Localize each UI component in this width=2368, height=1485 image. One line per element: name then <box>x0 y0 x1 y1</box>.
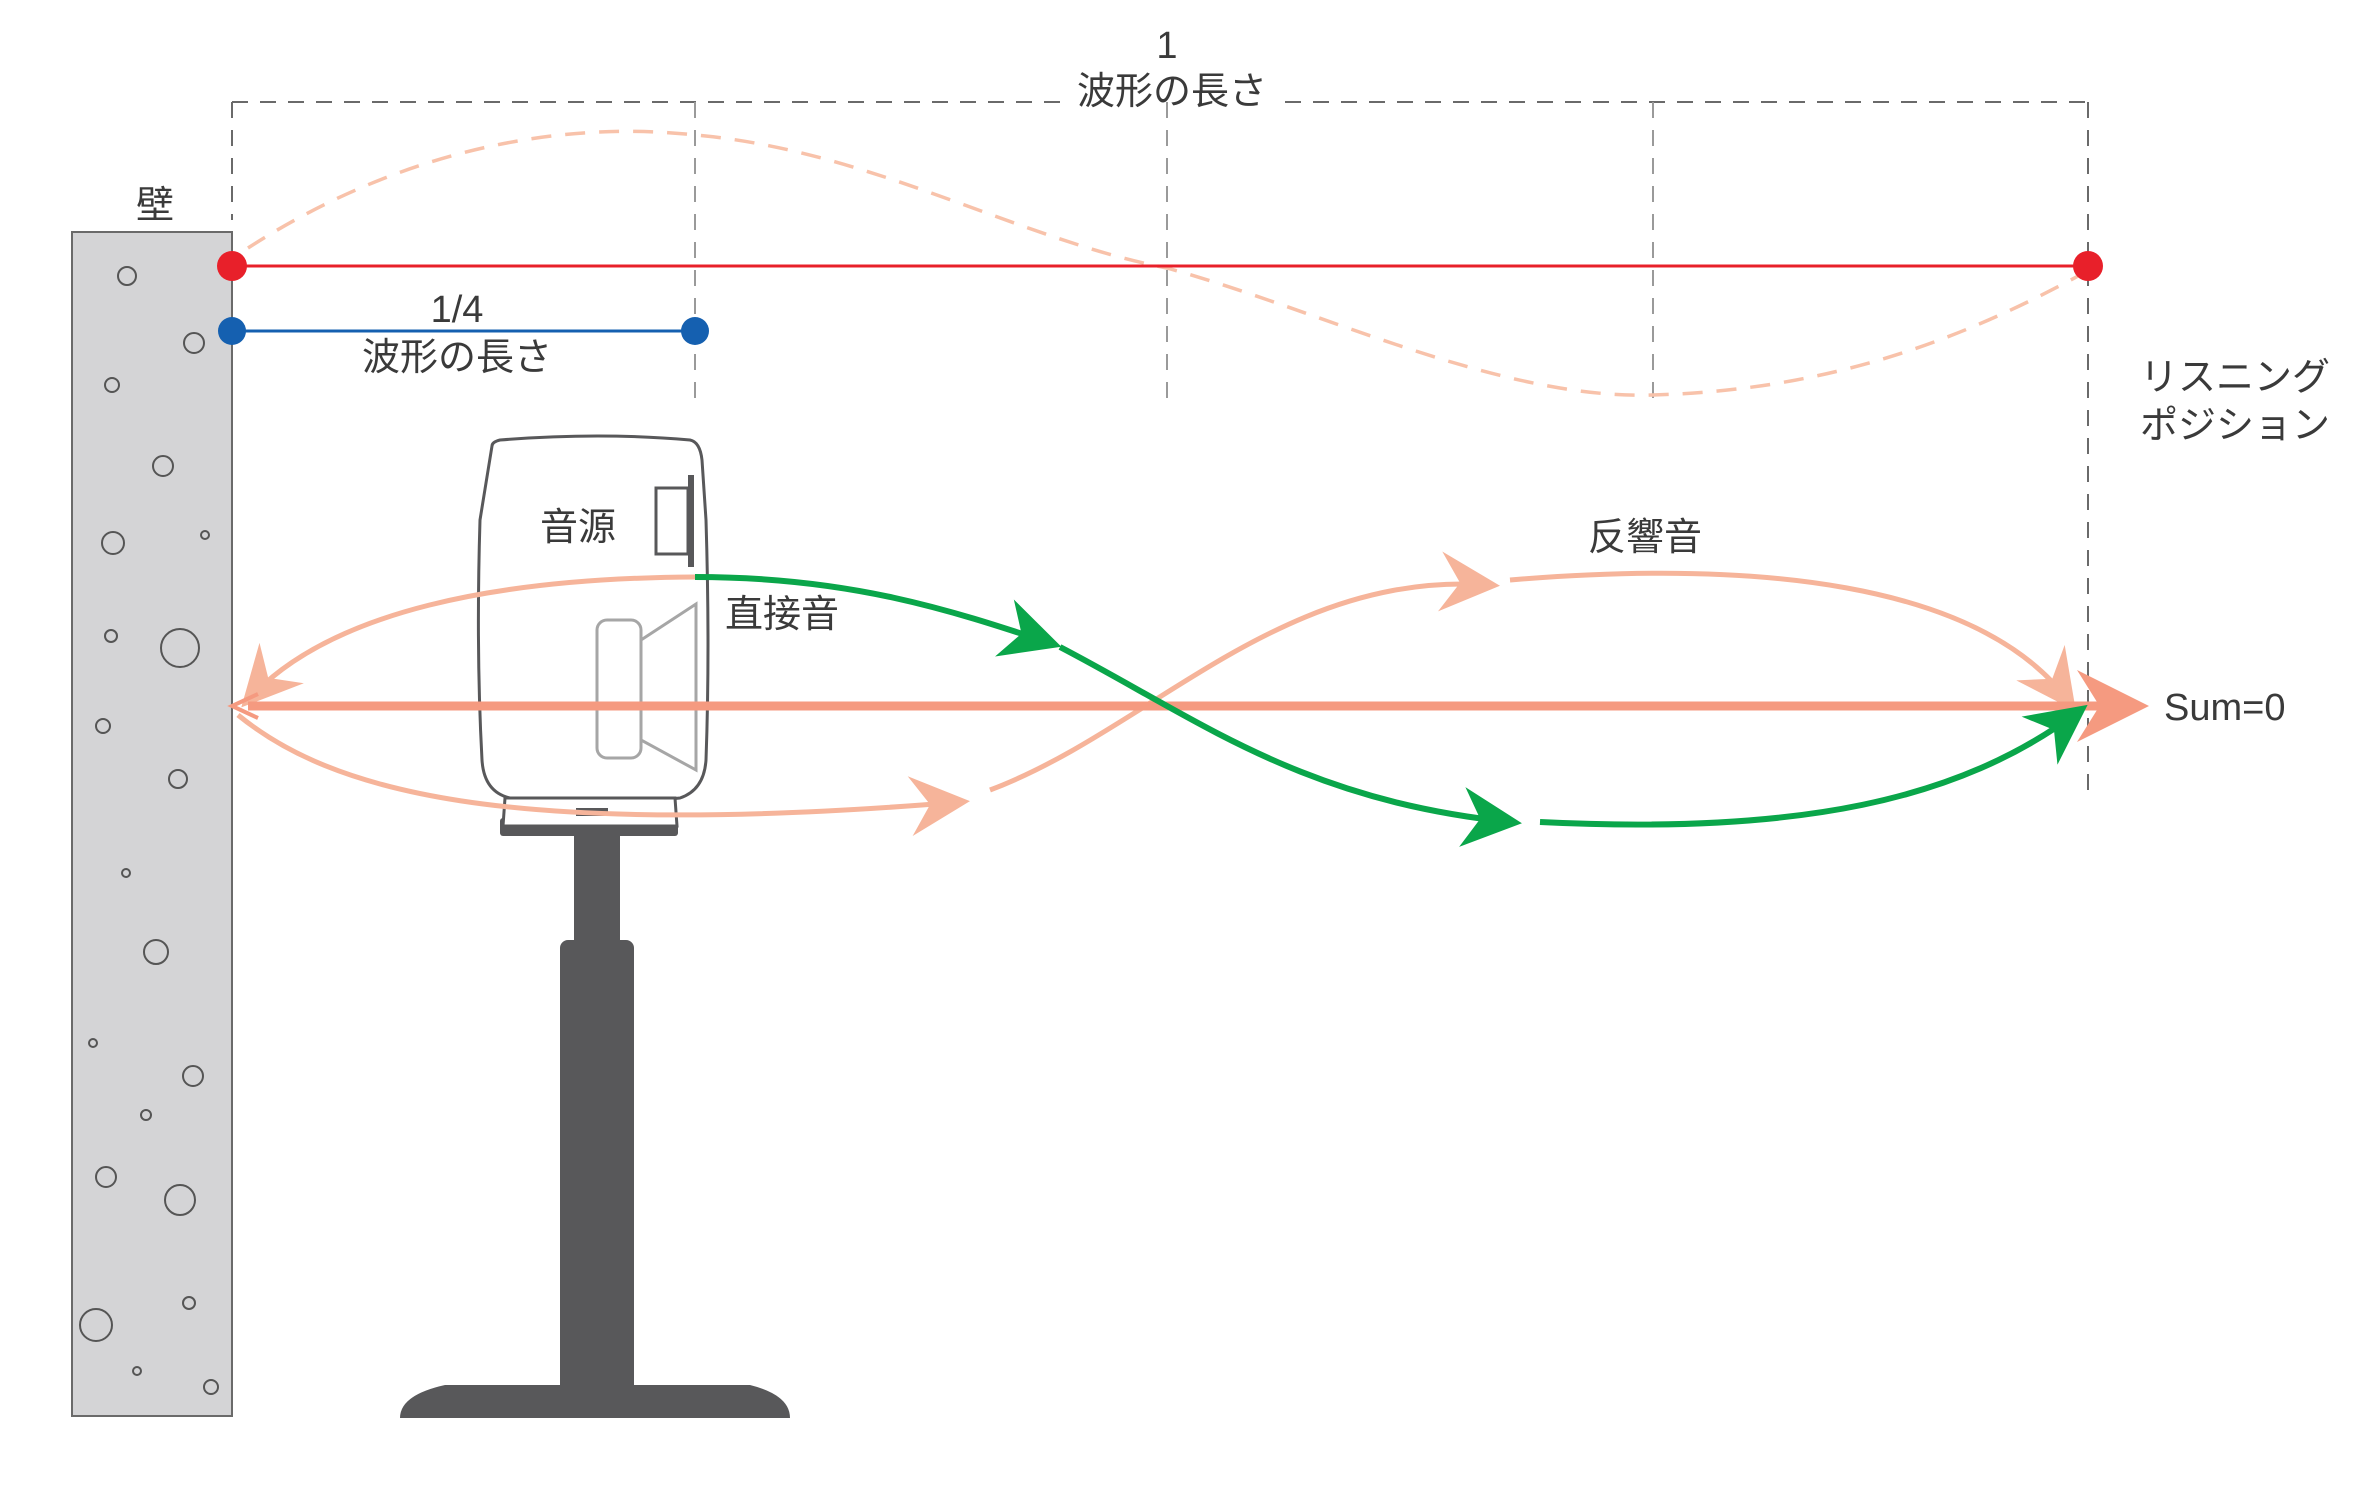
quarter-guides <box>694 102 1654 400</box>
listening-position-label-line2: ポジション <box>2140 405 2330 447</box>
listening-position-label-line1: リスニング <box>2140 357 2330 399</box>
full-wavelength-text: 波形の長さ <box>1077 71 1267 113</box>
standing-wave-curve <box>247 129 2081 397</box>
sum-line <box>227 670 2149 742</box>
speaker-source <box>476 434 710 828</box>
quarter-wavelength-text: 波形の長さ <box>362 337 552 379</box>
wall <box>71 231 233 1417</box>
reflected-sound-label: 反響音 <box>1588 517 1702 559</box>
full-wavelength-marker <box>217 251 2103 281</box>
direct-sound-label: 直接音 <box>725 594 839 636</box>
wall-label: 壁 <box>136 185 174 227</box>
quarter-wavelength-number: 1/4 <box>431 289 484 331</box>
reflected-sound-paths <box>236 551 2076 837</box>
sum-label: Sum=0 <box>2164 687 2285 729</box>
source-label: 音源 <box>540 507 616 549</box>
quarter-wavelength-marker <box>218 317 709 345</box>
direct-sound-path <box>694 574 2088 847</box>
wavelength-bracket <box>231 101 2089 800</box>
full-wavelength-number: 1 <box>1156 25 1177 67</box>
speaker-stand <box>400 818 790 1418</box>
